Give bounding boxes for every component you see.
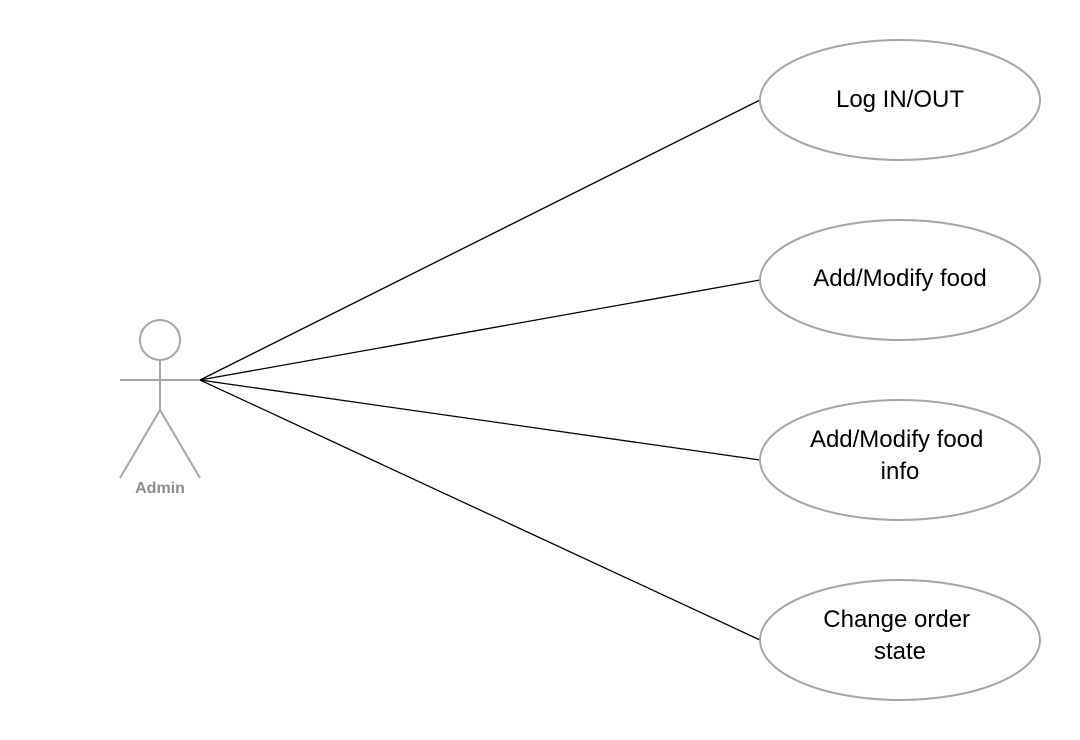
- actor-right-leg: [159, 409, 201, 479]
- use-case-label-line: state: [874, 638, 926, 665]
- use-case-add-modify-food-info: Add/Modify food info: [759, 399, 1041, 521]
- use-case-ellipse: [759, 399, 1041, 521]
- use-case-ellipse: [759, 579, 1041, 701]
- actor-label: Admin: [135, 480, 185, 497]
- use-case-label: Log IN/OUT: [836, 86, 964, 113]
- use-case-label: Add/Modify food: [813, 265, 986, 292]
- association-log-in-out: [199, 99, 761, 381]
- use-case-label-line: Change order: [823, 606, 970, 633]
- association-change-order-state: [199, 379, 761, 641]
- use-case-label-line: Log IN/OUT: [836, 86, 964, 113]
- actor-head: [139, 319, 181, 361]
- use-case-label-line: Add/Modify food: [813, 265, 986, 292]
- use-case-ellipse: [759, 39, 1041, 161]
- use-case-change-order-state: Change order state: [759, 579, 1041, 701]
- use-case-log-in-out: Log IN/OUT: [759, 39, 1041, 161]
- use-case-add-modify-food: Add/Modify food: [759, 219, 1041, 341]
- use-case-label: Add/Modify food info: [810, 426, 990, 485]
- associations: [199, 99, 761, 641]
- association-add-modify-food-info: [199, 379, 761, 461]
- use-case-label-line: info: [881, 458, 920, 485]
- actor-left-leg: [119, 409, 161, 479]
- use-case-label: Change order state: [823, 606, 976, 665]
- actor-admin: Admin: [119, 319, 201, 497]
- use-case-label-line: Add/Modify food: [810, 426, 983, 453]
- association-add-modify-food: [199, 279, 761, 381]
- use-case-ellipse: [759, 219, 1041, 341]
